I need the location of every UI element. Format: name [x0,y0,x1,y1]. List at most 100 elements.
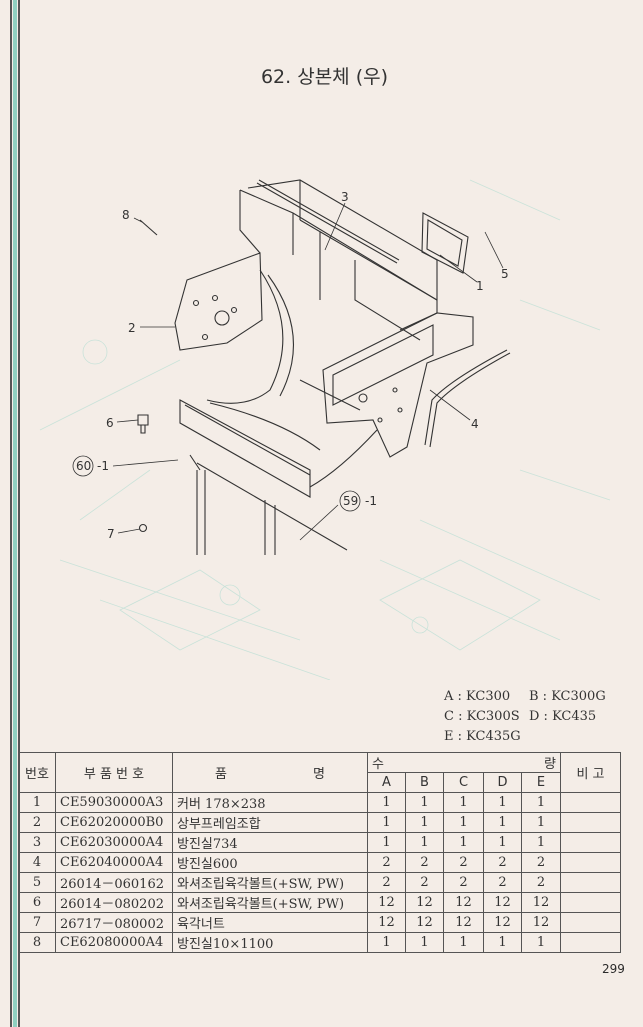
left-arch [206,269,295,404]
row-name: 상부프레임조합 [172,812,368,833]
callout-2: 2 [128,321,136,335]
callout-ref-60-suffix: -1 [97,459,109,473]
header-name-a: 품 [215,767,227,782]
row-remarks [560,792,621,813]
row-name: 방진실600 [172,852,368,873]
row-qty: 1 [367,932,406,953]
row-qty: 2 [521,852,561,873]
row-qty: 12 [405,912,444,933]
row-remarks [560,932,621,953]
row-qty: 1 [367,832,406,853]
legend-entry: C : KC300S [444,709,520,724]
part-4-seal [424,349,511,448]
row-qty: 1 [483,792,522,813]
row-remarks [560,872,621,893]
row-no: 5 [18,872,56,893]
row-qty: 1 [443,792,484,813]
row-qty: 2 [367,852,406,873]
callout-3: 3 [341,190,349,204]
row-part-no: 26014－080202 [55,892,173,913]
row-name: 와셔조립육각볼트(+SW, PW) [172,872,368,893]
leader-lines [72,202,504,541]
row-qty: 12 [483,892,522,913]
row-qty: 2 [521,872,561,893]
row-no: 1 [18,792,56,813]
callout-4: 4 [471,417,479,431]
part-6-bolt [137,414,149,434]
row-qty: 2 [483,872,522,893]
row-qty: 12 [443,912,484,933]
row-qty: 1 [405,932,444,953]
row-remarks [560,912,621,933]
row-qty: 12 [443,892,484,913]
callout-5: 5 [501,267,509,281]
row-qty: 1 [521,792,561,813]
page-title: 62. 상본체 (우) [260,66,389,88]
row-name: 육각너트 [172,912,368,933]
page-number: 299 [602,962,625,976]
callout-ref-59-suffix: -1 [365,494,377,508]
bottom-cross-piece [209,379,378,488]
row-qty: 1 [443,812,484,833]
row-qty: 2 [405,872,444,893]
row-part-no: CE59030000A3 [55,792,173,813]
callout-6: 6 [106,416,114,430]
page-border-stripe [13,0,17,1027]
row-part-no: 26717－080002 [55,912,173,933]
header-remarks: 비 고 [560,752,621,793]
row-no: 7 [18,912,56,933]
row-name: 와셔조립육각볼트(+SW, PW) [172,892,368,913]
callout-7: 7 [107,527,115,541]
row-qty: 1 [405,792,444,813]
header-part-no: 부 품 번 호 [55,752,173,793]
header-model-b: B [405,772,444,793]
row-qty: 2 [483,852,522,873]
left-side-plate [174,252,263,351]
row-qty: 2 [405,852,444,873]
row-remarks [560,892,621,913]
row-no: 8 [18,932,56,953]
callout-8: 8 [122,208,130,222]
row-qty: 1 [483,832,522,853]
row-qty: 1 [443,832,484,853]
row-name: 커버 178×238 [172,792,368,813]
part-8-seal [139,219,158,236]
row-qty: 1 [521,832,561,853]
header-model-e: E [521,772,561,793]
row-part-no: CE62040000A4 [55,852,173,873]
upper-frame [137,179,511,555]
row-no: 4 [18,852,56,873]
header-no: 번호 [18,752,56,793]
row-part-no: CE62030000A4 [55,832,173,853]
exploded-parts-diagram: 8 3 5 1 2 4 6 60 -1 59 -1 7 [39,179,611,680]
row-qty: 1 [405,812,444,833]
background-ghost-drawing [39,179,611,680]
row-qty: 12 [521,892,561,913]
right-side-plate [322,312,474,458]
row-qty: 1 [483,812,522,833]
row-qty: 2 [367,872,406,893]
row-qty: 1 [483,932,522,953]
page-border-line [18,0,20,1027]
row-qty: 12 [483,912,522,933]
legend-entry: B : KC300G [529,689,606,704]
row-qty: 1 [521,932,561,953]
row-qty: 1 [367,792,406,813]
callout-ref-59: 59 [343,494,358,508]
row-no: 3 [18,832,56,853]
top-box [239,179,438,331]
row-qty: 12 [367,912,406,933]
row-no: 2 [18,812,56,833]
row-qty: 1 [405,832,444,853]
